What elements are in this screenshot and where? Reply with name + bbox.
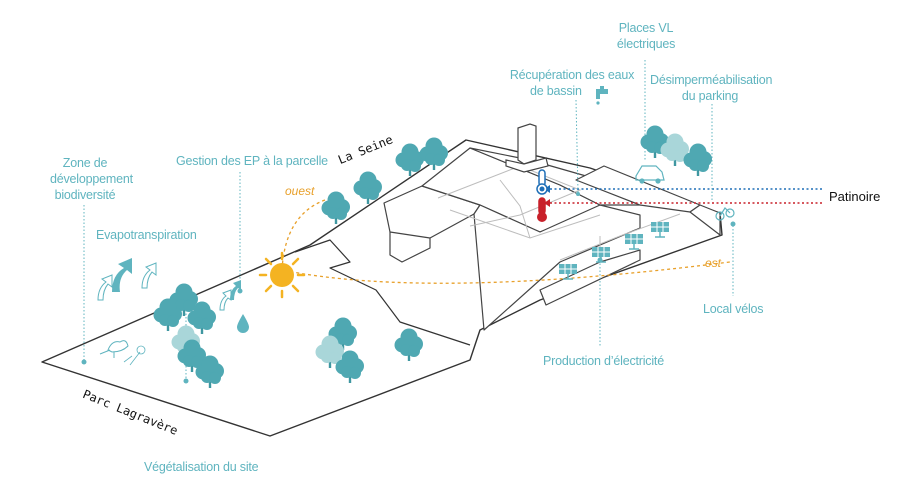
label-line: de bassin [530, 84, 582, 98]
bird-icon [99, 340, 129, 358]
thermometer-hot-icon [537, 197, 547, 222]
label-evapo: Evapotranspiration [96, 228, 197, 242]
label-line: développement [50, 172, 133, 186]
water-drop-icon [237, 314, 249, 333]
chimney [505, 123, 549, 173]
label-line: Zone de [62, 156, 108, 170]
label-line: Places VL [618, 21, 674, 35]
label-est: est [705, 256, 722, 270]
label-zone-dev: Zone de développement biodiversité [50, 155, 133, 203]
label-line: Récupération des eaux [509, 68, 635, 82]
hot-flow-arrow [544, 199, 550, 207]
evapotranspiration-arrows-icon [97, 258, 241, 311]
label-recuperation: Récupération des eaux de bassin [506, 67, 638, 99]
thermometer-cold-icon [536, 169, 548, 195]
inner-site-edge [294, 239, 471, 346]
sun-icon [258, 251, 306, 299]
label-line: du parking [681, 89, 739, 103]
label-line: électriques [616, 37, 676, 51]
label-line: biodiversité [54, 188, 116, 202]
label-local-velos: Local vélos [703, 302, 764, 316]
label-patinoire: Patinoire [829, 189, 881, 204]
electric-car-icon [635, 165, 665, 184]
label-places-vl: Places VL électriques [616, 20, 676, 52]
bicycle-icon [715, 207, 735, 221]
label-desimper: Désimperméabilisation du parking [650, 72, 773, 104]
sun-path [281, 199, 731, 284]
building [383, 147, 721, 331]
water-tap-icon [596, 86, 608, 105]
dandelion-icon [123, 345, 146, 366]
label-ouest: ouest [285, 184, 315, 198]
label-vegetalisation: Végétalisation du site [144, 460, 259, 474]
label-production: Production d’électricité [543, 354, 664, 368]
label-line: Désimperméabilisation [650, 73, 773, 87]
label-gestion-ep: Gestion des EP à la parcelle [176, 154, 328, 168]
